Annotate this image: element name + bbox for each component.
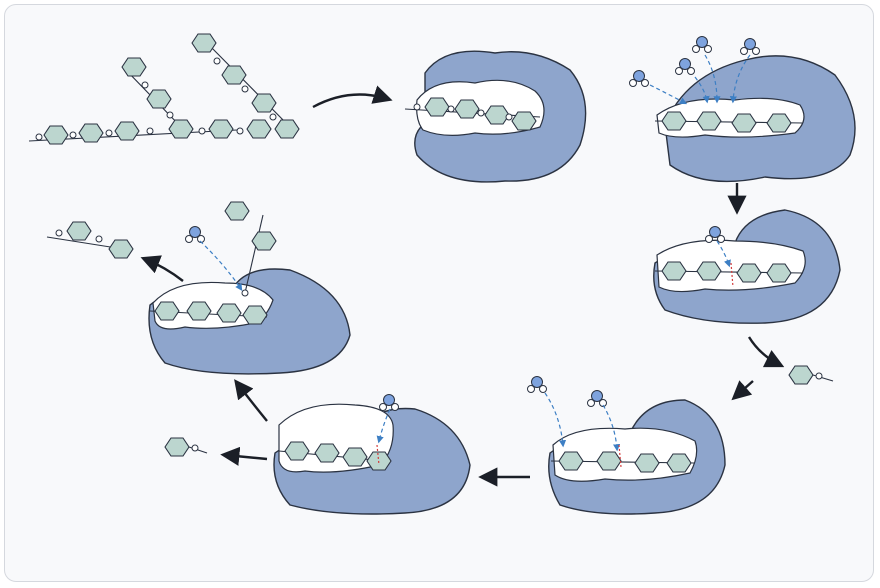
glucose-ring <box>78 123 104 143</box>
water-molecule <box>379 394 399 411</box>
glucose-ring <box>216 303 242 323</box>
glucose-ring <box>251 231 277 251</box>
glucose-ring <box>154 301 180 321</box>
glucose-ring <box>224 201 250 221</box>
glucose-ring <box>766 113 792 133</box>
glucose-ring <box>666 453 692 473</box>
released-glucose <box>788 365 834 385</box>
glucose-ring <box>736 263 762 283</box>
glucose-ring <box>484 105 510 125</box>
glucose-ring <box>454 99 480 119</box>
water-molecule <box>629 70 649 87</box>
glucose-ring <box>43 125 69 145</box>
glucose-ring <box>558 451 584 471</box>
glucose-ring <box>221 65 247 85</box>
hydrolysis-diagram <box>28 33 856 515</box>
panel-cleavage <box>653 209 841 324</box>
glucose-ring <box>251 93 277 113</box>
water-molecule <box>675 58 695 75</box>
glucose-ring <box>246 119 272 139</box>
glucose-ring <box>314 443 340 463</box>
glucose-ring <box>191 33 217 53</box>
water-molecule <box>527 376 547 393</box>
flow-arrow <box>747 336 785 368</box>
released-glucose <box>164 437 208 457</box>
glucose-ring <box>696 261 722 281</box>
panel-branched-substrate <box>28 33 300 145</box>
panel-product-release <box>527 376 726 515</box>
panel-next-cleavage <box>273 394 471 515</box>
glucose-ring <box>766 263 792 283</box>
flow-arrow <box>234 379 268 422</box>
water-molecule <box>692 36 712 53</box>
glucose-ring <box>696 111 722 131</box>
glucose-ring <box>164 437 190 457</box>
glucose-ring <box>424 97 450 117</box>
glucose-ring <box>511 111 537 131</box>
glucose-ring <box>731 113 757 133</box>
released-maltose <box>46 221 134 259</box>
glucose-ring <box>108 239 134 259</box>
water-molecule <box>740 38 760 55</box>
glucose-ring <box>788 365 814 385</box>
glucose-ring <box>274 119 300 139</box>
glucose-ring <box>634 453 660 473</box>
glucose-ring <box>661 261 687 281</box>
glucose-ring <box>114 121 140 141</box>
glucose-ring <box>242 305 268 325</box>
flow-arrow <box>731 380 754 401</box>
glucose-ring <box>661 111 687 131</box>
glucose-ring <box>284 441 310 461</box>
water-molecule <box>587 390 607 407</box>
glucose-ring <box>186 301 212 321</box>
diagram-frame <box>4 4 874 582</box>
glucose-ring <box>208 119 234 139</box>
water-molecule <box>185 226 205 243</box>
glucose-ring <box>121 57 147 77</box>
glucose-ring <box>168 119 194 139</box>
flow-arrow <box>312 85 393 109</box>
glucose-ring <box>596 451 622 471</box>
glucose-ring <box>66 221 92 241</box>
panel-water-entry <box>629 36 856 183</box>
flow-arrow <box>220 446 268 466</box>
panel-binding <box>404 50 587 183</box>
glucose-ring <box>342 447 368 467</box>
flow-arrow <box>140 255 184 282</box>
panel-regeneration <box>148 201 351 375</box>
glucose-ring <box>146 89 172 109</box>
